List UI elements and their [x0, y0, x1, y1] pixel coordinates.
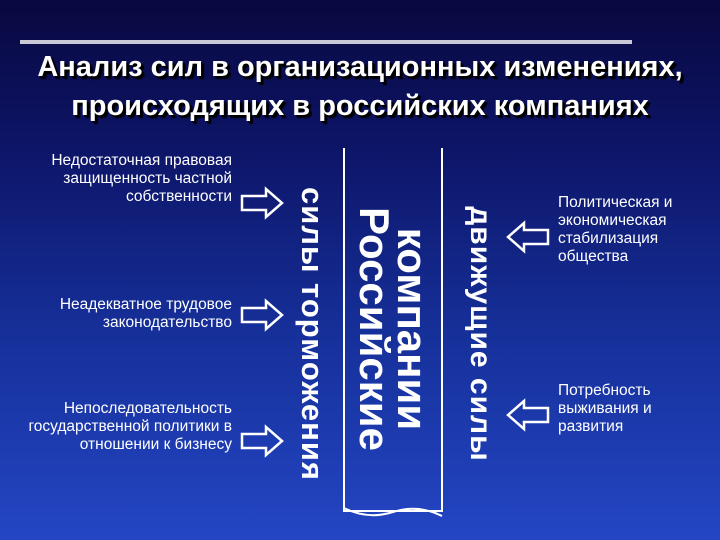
restraining-factor-1: Недостаточная правовая защищенность част… — [51, 152, 232, 205]
slide-title-line-2: происходящих в российских компаниях — [71, 90, 649, 122]
box-bottom-wave — [343, 507, 443, 517]
restraining-factor-2: Неадекватное трудовое законодательство — [59, 296, 232, 331]
driving-factor-1: Политическая и экономическая стабилизаци… — [558, 194, 673, 265]
restraining-factor-3: Непоследовательность государственной пол… — [28, 400, 232, 453]
slide-title: Анализ сил в организационных изменениях,… — [0, 48, 720, 126]
company-line-2: Российские — [351, 207, 398, 451]
restraining-forces-label-wrap: силы торможения — [292, 148, 332, 520]
driving-forces-label: движущие силы — [464, 206, 497, 462]
arrow-right-outline-icon — [240, 424, 284, 458]
driving-factor-2: Потребность выживания и развития — [558, 382, 652, 435]
russian-companies-label: компании Российские — [351, 207, 436, 451]
arrow-right-outline-icon — [240, 298, 284, 332]
company-line-1: компании — [389, 227, 436, 431]
driving-forces-label-wrap: движущие силы — [460, 148, 500, 520]
slide-title-line-1: Анализ сил в организационных изменениях, — [37, 51, 683, 83]
arrow-left-outline-icon — [506, 398, 550, 432]
restraining-forces-label: силы торможения — [295, 186, 330, 482]
arrow-right-outline-icon — [240, 186, 284, 220]
russian-companies-box: компании Российские — [343, 148, 443, 517]
arrow-left-outline-icon — [506, 220, 550, 254]
top-rule — [20, 40, 632, 44]
